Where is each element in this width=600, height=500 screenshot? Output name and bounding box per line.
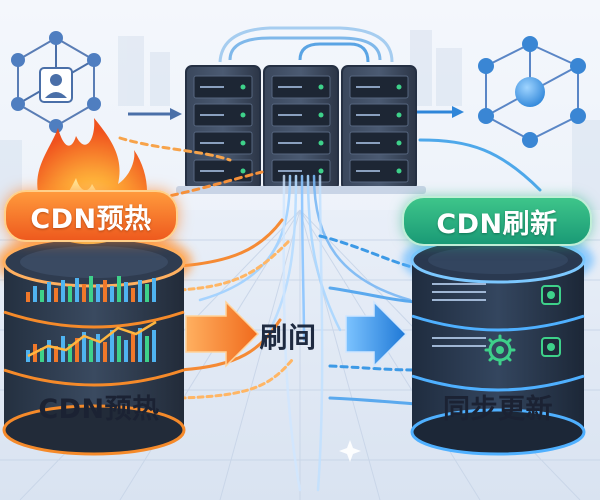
arrow-right-icon-blue xyxy=(345,300,408,368)
center-label: 刷间 xyxy=(259,321,317,354)
database-icon-left xyxy=(0,228,192,456)
cables-top xyxy=(218,26,394,63)
server-icon-2 xyxy=(263,65,339,191)
sparkle-icon xyxy=(339,440,361,462)
cdn-preheat-badge: CDN预热 xyxy=(4,190,178,242)
sync-update-label: 同步更新 xyxy=(443,393,553,425)
arrow-right-icon-orange xyxy=(185,300,260,368)
server-icon-3 xyxy=(341,65,417,191)
cdn-preheat-label: CDN预热 xyxy=(38,393,160,425)
cdn-refresh-badge: CDN刷新 xyxy=(402,196,592,246)
gear-icon xyxy=(484,334,516,366)
server-icon-1 xyxy=(185,65,261,191)
arrow-right-icon-top-left xyxy=(128,108,182,120)
bar-chart-left-2 xyxy=(26,320,157,362)
database-icon-right xyxy=(402,228,594,456)
network-nodes-right xyxy=(478,36,586,148)
bar-chart-left-1 xyxy=(26,276,156,302)
cool-streams xyxy=(318,138,542,406)
user-icon xyxy=(39,67,73,103)
data-streams xyxy=(198,174,412,492)
